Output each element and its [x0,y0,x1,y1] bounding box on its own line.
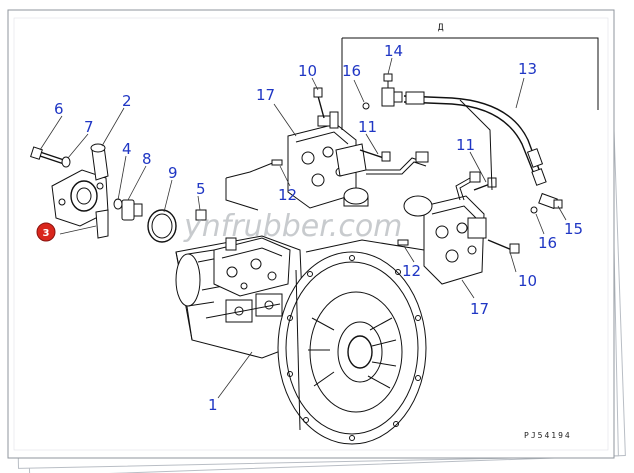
callout-4: 4 [122,140,132,158]
callout-9: 9 [168,164,178,182]
callout-12-lower: 12 [402,262,421,280]
callout-14: 14 [384,42,403,60]
callout-11-lower: 11 [456,136,475,154]
callout-7: 7 [84,118,94,136]
connector-part-12-upper [271,159,283,166]
bolt-part-10-upper [313,87,325,119]
callout-1: 1 [208,396,218,414]
plug-part-16-lower [530,206,538,214]
callout-5: 5 [196,180,206,198]
wiring-harness [366,151,481,201]
drawing-code: PJ54194 [524,431,572,440]
solenoid-valve-lower [403,195,487,285]
corner-mark: Д [438,23,444,33]
bolt-part-6 [30,146,65,165]
callout-10-lower: 10 [518,272,537,290]
oring-part-9 [147,209,177,243]
fitting-part-15 [538,192,563,210]
callout-15: 15 [564,220,583,238]
bolt-part-10-lower [487,239,520,254]
flange-part-2 [51,143,109,239]
callout-2: 2 [122,92,132,110]
callout-11-upper: 11 [358,118,377,136]
plug-part-16-upper [362,102,370,110]
fitting-part-14 [381,73,403,107]
pilot-line [341,99,493,191]
callout-16-lower: 16 [538,234,557,252]
assembly-frame-lines [225,37,599,211]
bolt-part-11-upper [359,149,391,162]
callout-16-upper: 16 [342,62,361,80]
solenoid-valve-upper [287,111,369,209]
callout-10-upper: 10 [298,62,317,80]
callout-17-lower: 17 [470,300,489,318]
callout-12-upper: 12 [278,186,297,204]
callout-17-upper: 17 [256,86,275,104]
main-pump-assembly [175,235,427,445]
highlighted-part-badge[interactable]: 3 [36,222,56,242]
callout-labels: 1 2 4 5 6 7 8 9 10 10 11 11 12 12 13 14 … [54,42,583,414]
highlighted-part-number: 3 [43,228,50,239]
leader-lines [39,57,567,399]
watermark: ynfrubber.com [183,209,402,244]
callout-6: 6 [54,100,64,118]
paper-stack [7,9,626,473]
callout-8: 8 [142,150,152,168]
callout-13: 13 [518,60,537,78]
hose-part-13 [403,91,547,186]
plug-part-5 [195,209,207,221]
connector-part-12-lower [397,239,409,246]
washer-part-7 [61,156,71,168]
